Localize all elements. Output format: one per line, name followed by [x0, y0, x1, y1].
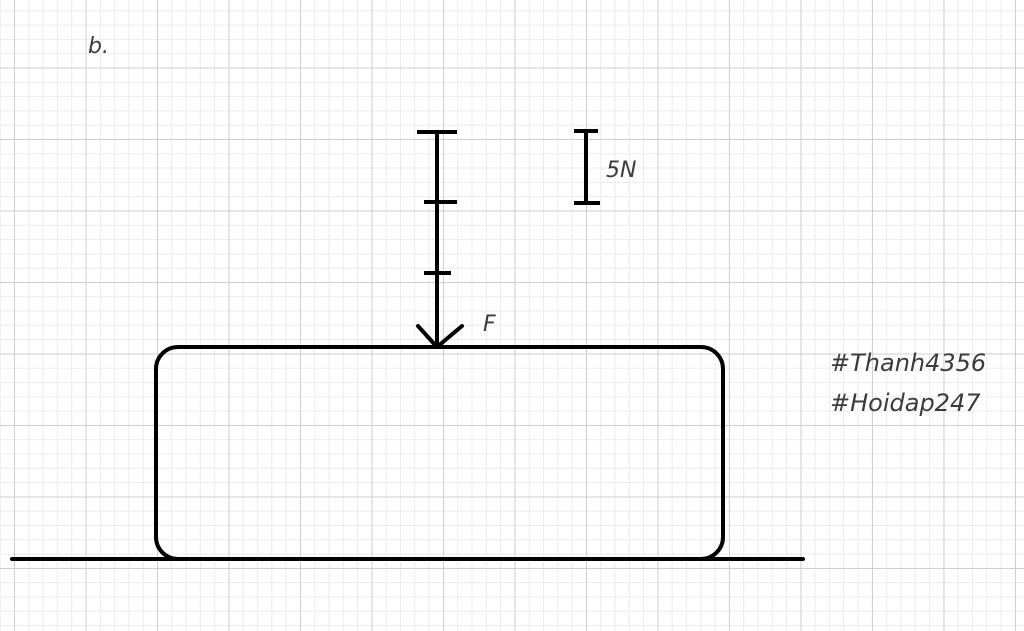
- scale-bar: [574, 129, 600, 205]
- part-label: b.: [88, 34, 109, 59]
- hashtag-author: #Thanh4356: [830, 349, 987, 377]
- force-vector-ticks: [417, 130, 457, 275]
- scale-label: 5N: [606, 158, 637, 183]
- force-arrowhead: [416, 324, 464, 349]
- force-label: F: [483, 312, 496, 337]
- object-block: [154, 345, 725, 561]
- hashtag-site: #Hoidap247: [830, 389, 981, 417]
